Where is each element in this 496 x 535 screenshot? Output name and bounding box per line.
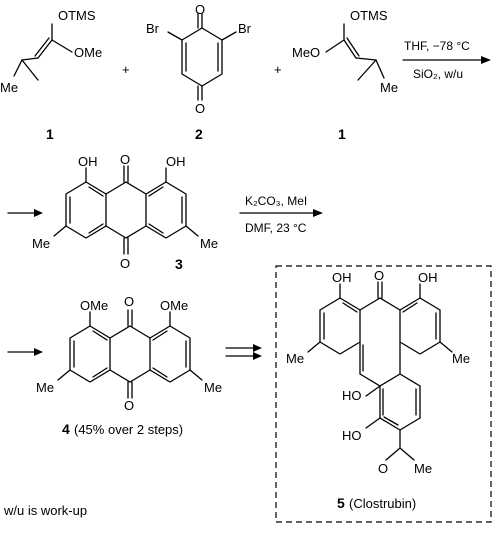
c3-me-right: Me (200, 236, 218, 251)
compound-2-number: 2 (195, 126, 203, 142)
c1-ome-label: OMe (74, 45, 102, 60)
clostrubin-dashed-box (275, 265, 492, 523)
compound-1-number: 1 (46, 126, 54, 142)
c1b-meo-label: MeO (292, 45, 320, 60)
compound-4: OMe OMe O O Me Me 4 (45% over 2 steps) (36, 294, 222, 437)
c5-oh-right: OH (418, 270, 438, 285)
compound-5-name: (Clostrubin) (349, 496, 416, 511)
c5-ho-lower: HO (342, 428, 362, 443)
compound-1-right: OTMS MeO Me 1 (292, 8, 398, 142)
footnote: w/u is work-up (3, 503, 87, 518)
c1-otms-label: OTMS (58, 8, 96, 23)
compound-4-yield: (45% over 2 steps) (74, 422, 183, 437)
c3-me-left: Me (32, 236, 50, 251)
c5-acetyl-me: Me (414, 461, 432, 476)
step2-conditions-top: K₂CO₃, MeI (245, 194, 307, 208)
c3-o-top: O (120, 152, 130, 167)
c4-me-right: Me (204, 380, 222, 395)
c1-me-label: Me (0, 80, 18, 95)
compound-2: O O Br Br 2 (146, 2, 252, 142)
multistep-arrow (225, 344, 262, 360)
c4-o-top: O (124, 294, 134, 309)
c4-ome-left: OMe (80, 298, 108, 313)
step1-conditions-top: THF, −78 °C (404, 39, 470, 53)
compound-3: OH OH O O Me Me 3 (32, 152, 218, 272)
c5-oh-left: OH (332, 270, 352, 285)
c2-br-left-label: Br (146, 21, 160, 36)
c5-o-top: O (374, 268, 384, 283)
compound-5-number: 5 (337, 495, 345, 511)
c3-o-bottom: O (120, 256, 130, 271)
c5-me-right: Me (452, 351, 470, 366)
plus-sign-1: + (122, 62, 130, 77)
c4-o-bottom: O (124, 398, 134, 413)
plus-sign-2: + (274, 62, 282, 77)
c5-ho-middle: HO (342, 388, 362, 403)
compound-3-number: 3 (175, 256, 183, 272)
reaction-arrow-1: THF, −78 °C SiO₂, w/u (402, 39, 491, 81)
c4-me-left: Me (36, 380, 54, 395)
c1b-otms-label: OTMS (350, 8, 388, 23)
compound-1b-number: 1 (338, 126, 346, 142)
step1-conditions-bottom: SiO₂, w/u (413, 67, 463, 81)
c3-oh-right: OH (166, 154, 186, 169)
c2-o-top-label: O (195, 2, 205, 17)
c3-oh-left: OH (78, 154, 98, 169)
compound-1-left: OTMS OMe Me 1 (0, 8, 102, 142)
compound-4-number: 4 (62, 421, 70, 437)
step2-conditions-bottom: DMF, 23 °C (245, 221, 307, 235)
c2-o-bottom-label: O (195, 101, 205, 116)
reaction-arrow-2: K₂CO₃, MeI DMF, 23 °C (239, 194, 323, 235)
c5-me-left: Me (286, 351, 304, 366)
c5-acetyl-o: O (378, 461, 388, 476)
compound-5: OH OH O HO HO O Me Me Me 5 (Clostrubin) (286, 268, 470, 511)
c1b-me-label: Me (380, 80, 398, 95)
c2-br-right-label: Br (238, 21, 252, 36)
c4-ome-right: OMe (160, 298, 188, 313)
